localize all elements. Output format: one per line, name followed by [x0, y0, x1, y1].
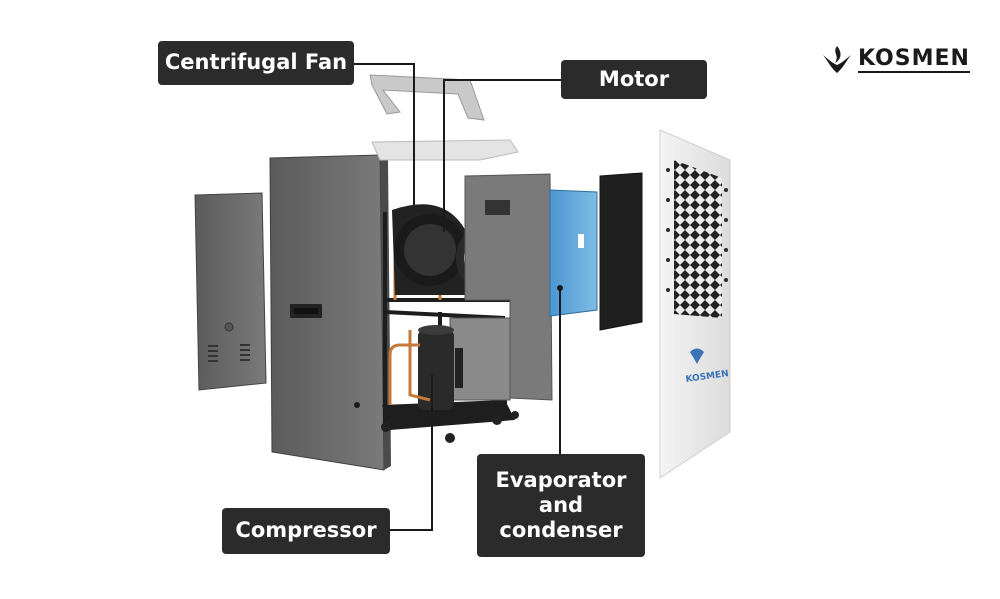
evaporator-condenser-coil [549, 189, 598, 317]
leader-lines [354, 63, 561, 531]
brand-name: KOSMEN [858, 46, 970, 73]
label-centrifugal-fan: Centrifugal Fan [158, 41, 354, 85]
front-door-panel [269, 154, 391, 471]
compressor-unit [418, 325, 463, 410]
label-compressor: Compressor [222, 508, 390, 554]
air-filter-panel [599, 172, 643, 331]
label-motor: Motor [561, 60, 707, 99]
left-side-panel [194, 192, 267, 391]
casters [381, 411, 519, 443]
brand-logo: KOSMEN [820, 42, 970, 78]
white-grille-cover: KOSMEN [659, 129, 731, 479]
centrifugal-fan [392, 204, 470, 295]
flame-crest-icon [823, 46, 851, 73]
label-evaporator-condenser: Evaporator and condenser [477, 454, 645, 557]
